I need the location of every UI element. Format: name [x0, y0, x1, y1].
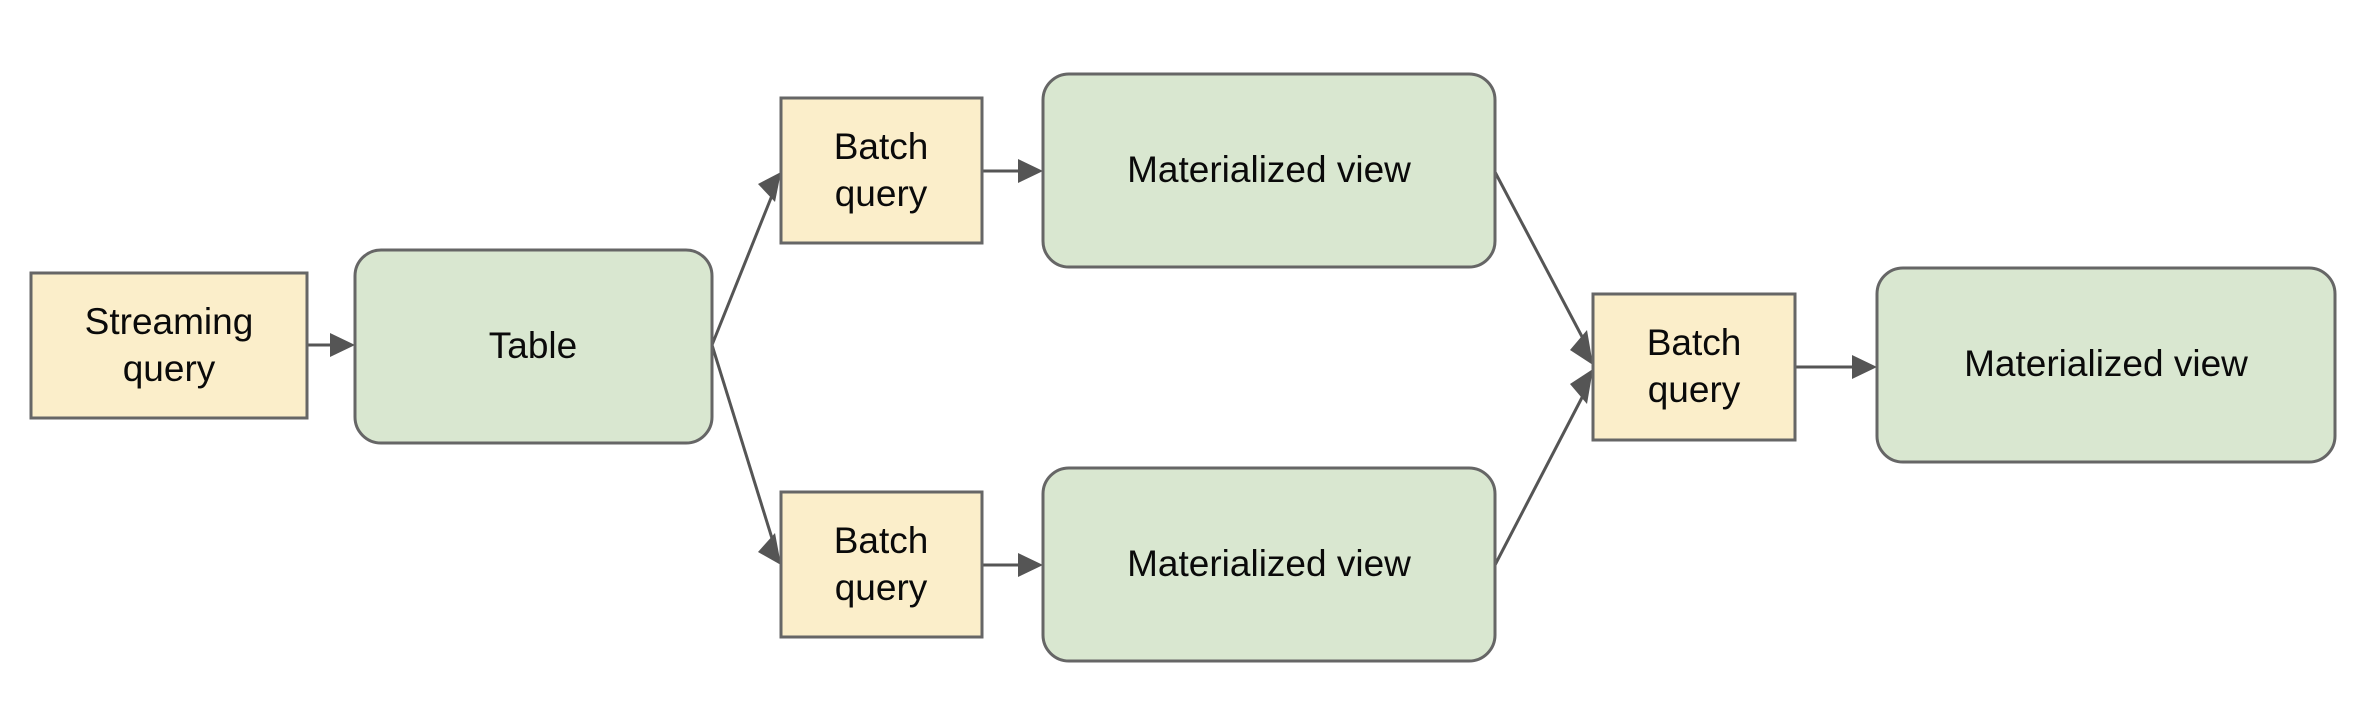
arrowhead-icon	[1018, 553, 1043, 577]
node-materialized-view-final[interactable]: Materialized view	[1875, 266, 2337, 464]
edge-batch-bottom-to-view-bottom	[982, 553, 1043, 577]
arrowhead-icon	[1018, 159, 1043, 183]
node-batch-query-merge[interactable]: Batch query	[1591, 292, 1797, 442]
node-streaming-query[interactable]: Streaming query	[29, 271, 309, 420]
edge-table-to-batch-top	[710, 172, 781, 346]
node-batch-query-merge-label-line2: query	[1648, 369, 1741, 410]
edge-table-to-batch-bottom	[710, 344, 781, 565]
node-batch-query-bottom-shape[interactable]	[779, 490, 984, 639]
node-streaming-query-label-line2: query	[123, 348, 216, 389]
node-batch-query-top[interactable]: Batch query	[779, 96, 984, 245]
node-streaming-query-label-line1: Streaming	[85, 301, 254, 342]
node-materialized-view-bottom-shape[interactable]	[1041, 466, 1497, 663]
node-table-label: Table	[489, 325, 577, 366]
node-batch-query-bottom-label-line1: Batch	[834, 520, 929, 561]
arrowhead-icon	[758, 172, 781, 202]
node-batch-query-top-label-line1: Batch	[834, 126, 929, 167]
node-materialized-view-top-label: Materialized view	[1127, 149, 1411, 190]
nodes-layer: Streaming query Table Batch query Materi…	[29, 72, 2337, 663]
node-materialized-view-bottom[interactable]: Materialized view	[1041, 466, 1497, 663]
edge-batch-top-to-view-top	[982, 159, 1043, 183]
node-batch-query-merge-shape[interactable]	[1591, 292, 1797, 442]
node-materialized-view-top[interactable]: Materialized view	[1041, 72, 1497, 269]
node-materialized-view-bottom-label: Materialized view	[1127, 543, 1411, 584]
edges-layer	[307, 159, 1877, 577]
edge-streaming-to-table	[307, 333, 355, 357]
node-table[interactable]: Table	[353, 248, 714, 445]
node-batch-query-bottom-label-line2: query	[835, 567, 928, 608]
edge-view-bottom-to-merge	[1493, 369, 1593, 566]
edge-merge-to-final-view	[1795, 355, 1877, 379]
arrowhead-icon	[1570, 369, 1593, 404]
edge-view-top-to-merge	[1493, 171, 1593, 365]
node-batch-query-merge-label-line1: Batch	[1647, 322, 1742, 363]
arrowhead-icon	[1570, 330, 1593, 365]
arrowhead-icon	[330, 333, 355, 357]
node-batch-query-top-label-line2: query	[835, 173, 928, 214]
node-batch-query-top-shape[interactable]	[779, 96, 984, 245]
node-materialized-view-final-shape[interactable]	[1875, 266, 2337, 464]
node-materialized-view-final-label: Materialized view	[1964, 343, 2248, 384]
node-batch-query-bottom[interactable]: Batch query	[779, 490, 984, 639]
arrowhead-icon	[758, 533, 781, 565]
arrowhead-icon	[1852, 355, 1877, 379]
node-materialized-view-top-shape[interactable]	[1041, 72, 1497, 269]
node-streaming-query-shape[interactable]	[29, 271, 309, 420]
node-table-shape[interactable]	[353, 248, 714, 445]
